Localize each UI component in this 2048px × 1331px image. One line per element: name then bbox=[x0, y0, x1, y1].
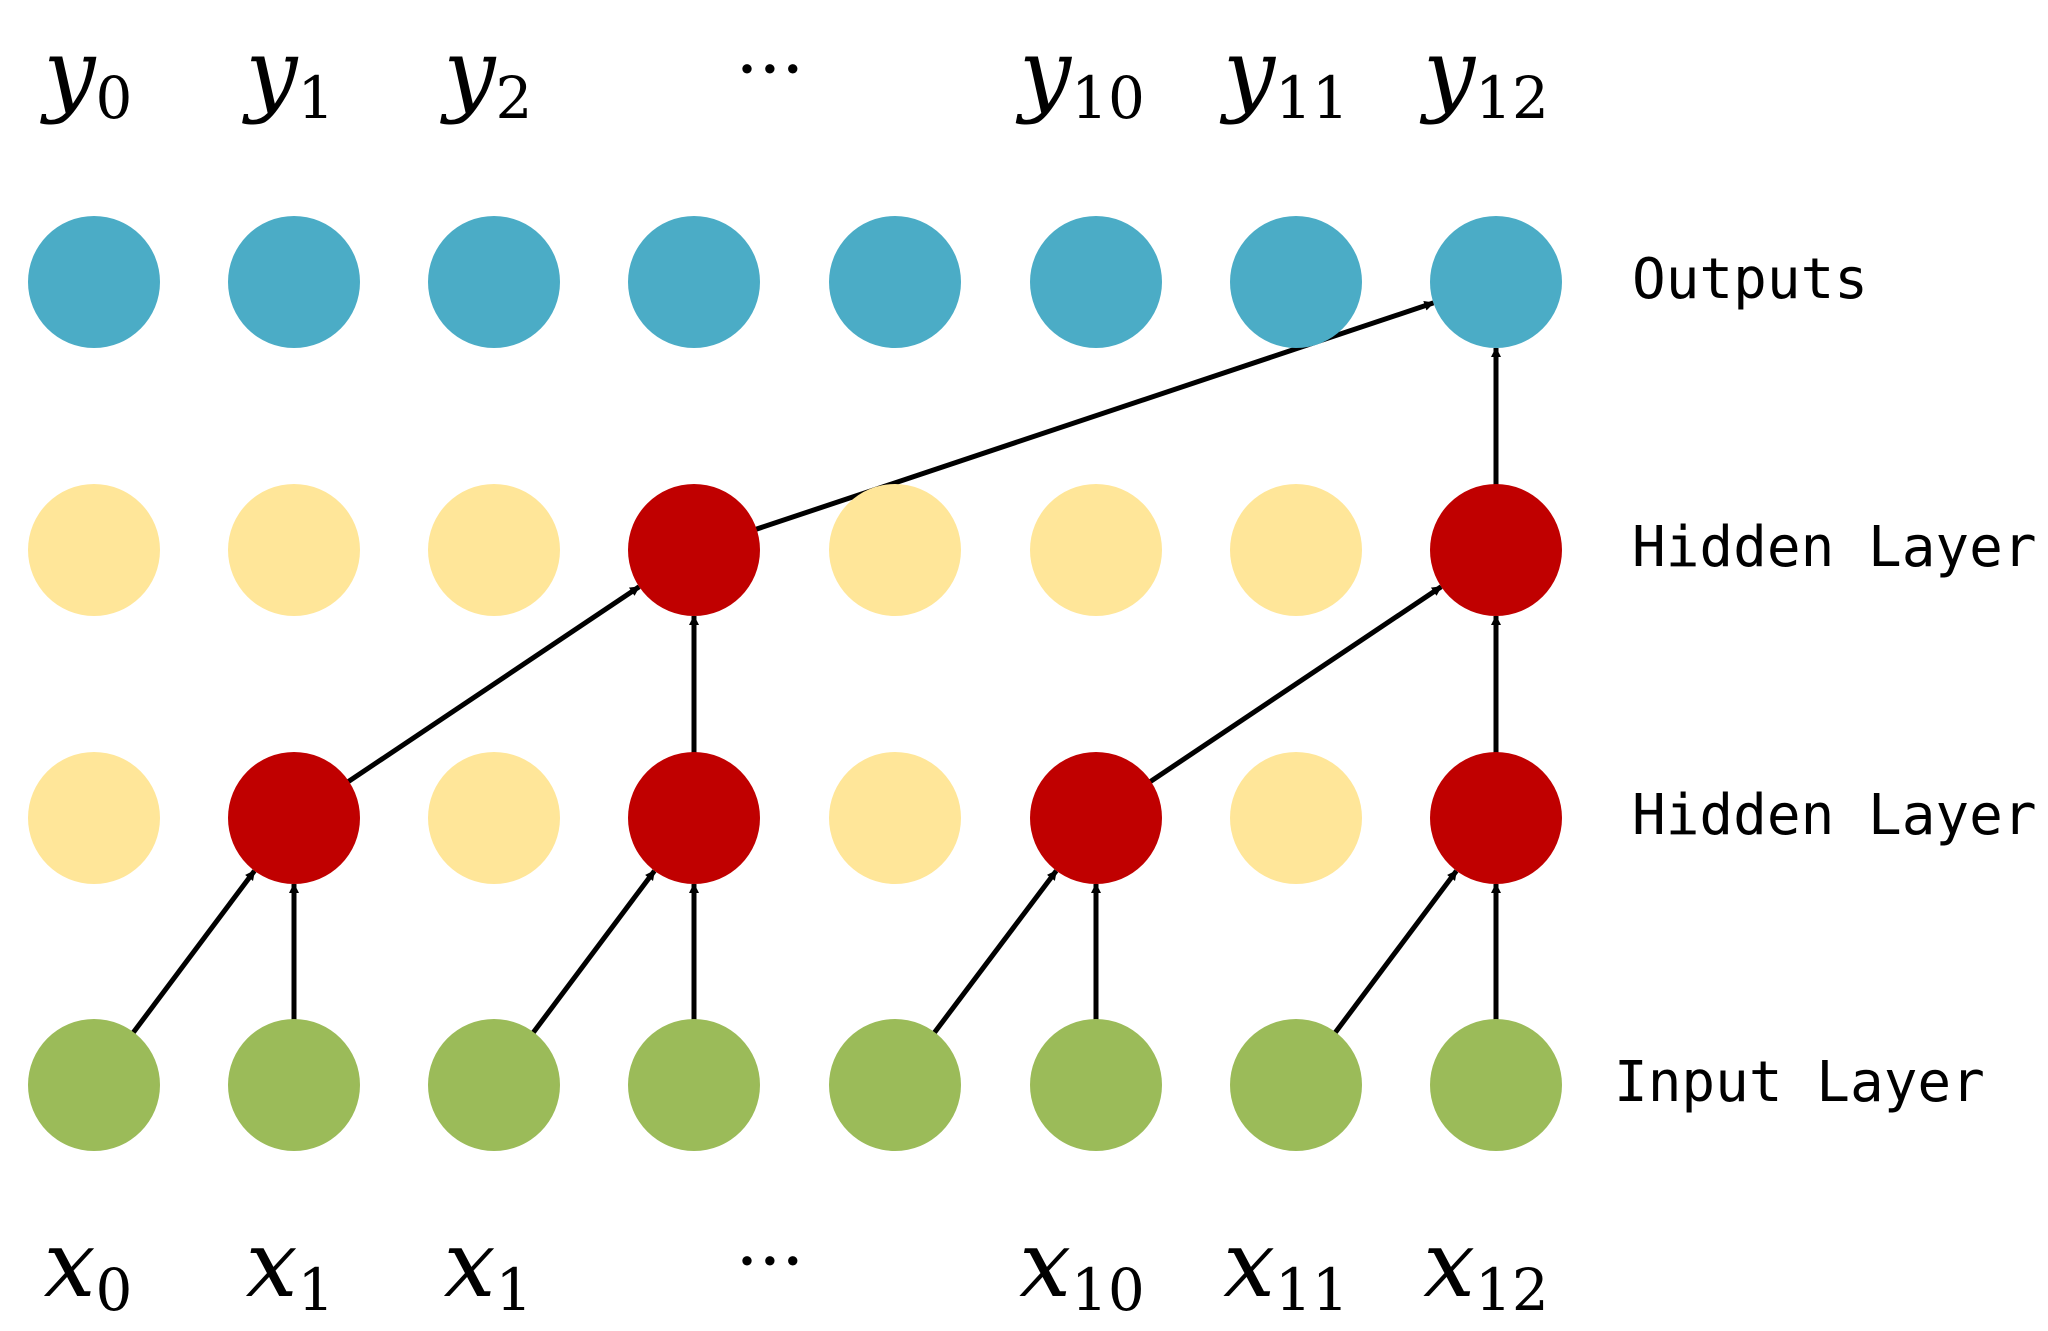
output-label-subscript: 12 bbox=[1475, 64, 1549, 132]
hidden-2-hidden-node-4 bbox=[829, 484, 961, 616]
input-label-2: x1 bbox=[444, 1211, 533, 1324]
input-label-base: x bbox=[44, 1211, 96, 1318]
input-input-node-4 bbox=[829, 1019, 961, 1151]
output-label-base: y bbox=[242, 19, 299, 126]
layer-label-hidden-2: Hidden Layer bbox=[1632, 515, 2037, 580]
layer-label-input: Input Layer bbox=[1614, 1050, 1985, 1115]
input-label-base: x bbox=[1019, 1211, 1071, 1318]
input-input-node-3 bbox=[628, 1019, 760, 1151]
output-label-0: y0 bbox=[40, 19, 133, 132]
hidden-2-hidden-node-5 bbox=[1030, 484, 1162, 616]
layer-label-hidden-1: Hidden Layer bbox=[1632, 783, 2037, 848]
output-label-base: y bbox=[40, 19, 97, 126]
hidden-2-hidden-node-active-3 bbox=[628, 484, 760, 616]
output-ellipsis: ··· bbox=[736, 27, 805, 111]
outputs-output-node-7 bbox=[1430, 216, 1562, 348]
input-label-0: x0 bbox=[44, 1211, 133, 1324]
outputs-output-node-6 bbox=[1230, 216, 1362, 348]
output-label-4: y10 bbox=[1015, 19, 1145, 132]
output-label-base: y bbox=[440, 19, 497, 126]
output-label-5: y11 bbox=[1219, 19, 1349, 132]
output-label-base: y bbox=[1219, 19, 1276, 126]
hidden-1-hidden-node-0 bbox=[28, 752, 160, 884]
input-ellipsis: ··· bbox=[736, 1219, 805, 1303]
outputs-output-node-0 bbox=[28, 216, 160, 348]
input-label-5: x11 bbox=[1223, 1211, 1349, 1324]
input-input-node-2 bbox=[428, 1019, 560, 1151]
hidden-1-hidden-node-6 bbox=[1230, 752, 1362, 884]
output-label-subscript: 2 bbox=[496, 64, 533, 132]
input-input-node-1 bbox=[228, 1019, 360, 1151]
hidden-2-hidden-node-1 bbox=[228, 484, 360, 616]
edge-arrow-8 bbox=[292, 584, 641, 821]
input-label-base: x bbox=[1223, 1211, 1275, 1318]
input-label-1: x1 bbox=[246, 1211, 335, 1324]
input-input-node-0 bbox=[28, 1019, 160, 1151]
output-label-2: y2 bbox=[440, 19, 533, 132]
outputs-output-node-2 bbox=[428, 216, 560, 348]
outputs-output-node-5 bbox=[1030, 216, 1162, 348]
output-label-subscript: 11 bbox=[1275, 64, 1349, 132]
outputs-output-node-1 bbox=[228, 216, 360, 348]
input-label-subscript: 11 bbox=[1275, 1256, 1349, 1324]
input-input-node-5 bbox=[1030, 1019, 1162, 1151]
hidden-1-hidden-node-4 bbox=[829, 752, 961, 884]
output-label-subscript: 0 bbox=[96, 64, 133, 132]
input-input-node-6 bbox=[1230, 1019, 1362, 1151]
hidden-1-hidden-node-2 bbox=[428, 752, 560, 884]
input-label-subscript: 1 bbox=[495, 1256, 532, 1324]
hidden-1-hidden-node-active-3 bbox=[628, 752, 760, 884]
input-label-4: x10 bbox=[1019, 1211, 1145, 1324]
input-label-base: x bbox=[444, 1211, 496, 1318]
input-label-subscript: 12 bbox=[1475, 1256, 1549, 1324]
outputs-output-node-3 bbox=[628, 216, 760, 348]
hidden-2-hidden-node-2 bbox=[428, 484, 560, 616]
output-label-subscript: 10 bbox=[1071, 64, 1145, 132]
input-input-node-7 bbox=[1430, 1019, 1562, 1151]
output-label-6: y12 bbox=[1419, 19, 1549, 132]
hidden-1-hidden-node-active-1 bbox=[228, 752, 360, 884]
input-label-subscript: 0 bbox=[95, 1256, 132, 1324]
hidden-2-hidden-node-6 bbox=[1230, 484, 1362, 616]
hidden-1-hidden-node-active-7 bbox=[1430, 752, 1562, 884]
output-label-base: y bbox=[1419, 19, 1476, 126]
input-label-base: x bbox=[246, 1211, 298, 1318]
edge-arrow-10 bbox=[1094, 584, 1443, 821]
input-label-subscript: 10 bbox=[1071, 1256, 1145, 1324]
hidden-1-hidden-node-active-5 bbox=[1030, 752, 1162, 884]
hidden-2-hidden-node-0 bbox=[28, 484, 160, 616]
input-label-base: x bbox=[1423, 1211, 1475, 1318]
connections bbox=[91, 300, 1501, 1087]
hidden-2-hidden-node-active-7 bbox=[1430, 484, 1562, 616]
input-label-subscript: 1 bbox=[297, 1256, 334, 1324]
input-label-6: x12 bbox=[1423, 1211, 1549, 1324]
output-label-base: y bbox=[1015, 19, 1072, 126]
output-label-1: y1 bbox=[242, 19, 335, 132]
output-label-subscript: 1 bbox=[298, 64, 335, 132]
layer-label-outputs: Outputs bbox=[1632, 247, 1868, 312]
outputs-output-node-4 bbox=[829, 216, 961, 348]
nodes bbox=[28, 216, 1562, 1151]
